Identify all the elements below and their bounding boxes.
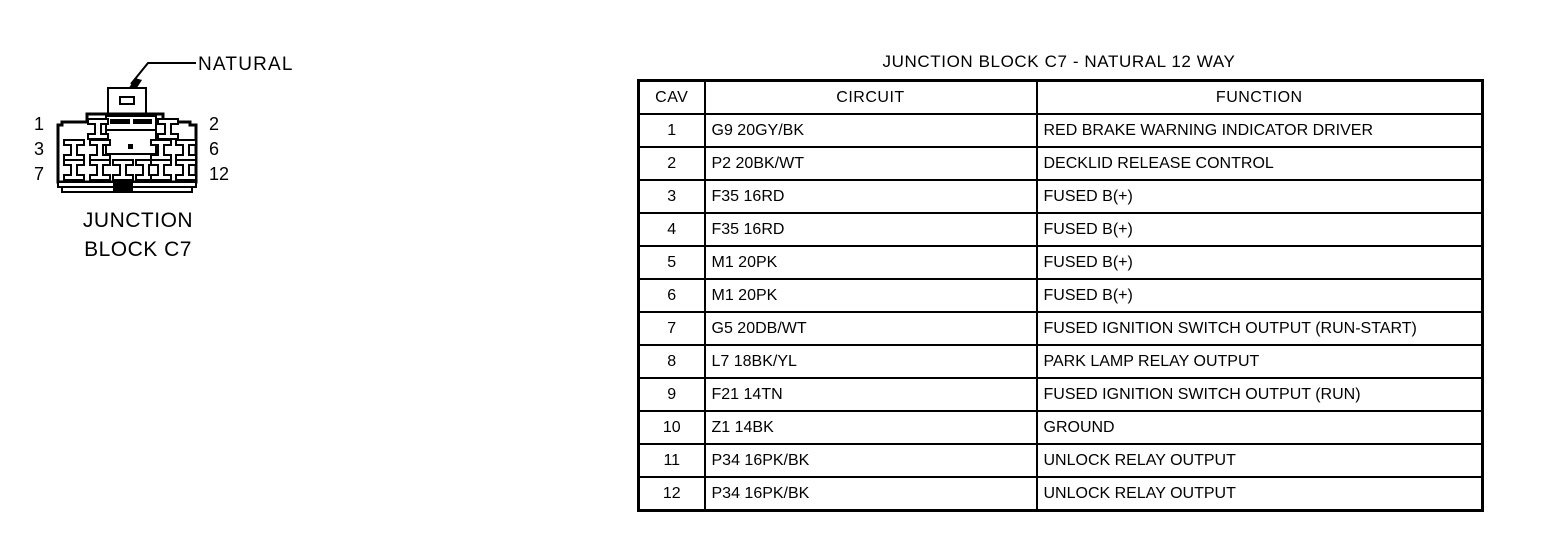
pin-label-6: 6 — [209, 139, 220, 159]
cell-cav: 9 — [637, 377, 706, 412]
cell-circuit: F21 14TN — [703, 377, 1038, 412]
cell-circuit: P34 16PK/BK — [703, 476, 1038, 512]
cell-function: PARK LAMP RELAY OUTPUT — [1035, 344, 1484, 379]
connector-base-flange — [57, 179, 197, 193]
pin-label-3: 3 — [34, 139, 45, 159]
connector-keyway — [107, 87, 147, 116]
connector-caption-line2: BLOCK C7 — [84, 238, 192, 261]
cell-function: RED BRAKE WARNING INDICATOR DRIVER — [1035, 113, 1484, 148]
cell-circuit: G9 20GY/BK — [703, 113, 1038, 148]
cell-cav: 6 — [637, 278, 706, 313]
connector-latch-module — [105, 115, 157, 155]
cell-function: FUSED B(+) — [1035, 278, 1484, 313]
column-header-circuit: CIRCUIT — [703, 79, 1038, 115]
pin-labels-right: 2 6 12 — [209, 112, 229, 187]
pin-label-12: 12 — [209, 164, 230, 184]
cell-function: DECKLID RELEASE CONTROL — [1035, 146, 1484, 181]
connector-diagram: NATURAL 1 3 7 2 6 12 JUNCTION BLOCK C7 — [0, 0, 320, 300]
cell-function: FUSED B(+) — [1035, 245, 1484, 280]
cell-circuit: M1 20PK — [703, 245, 1038, 280]
cell-cav: 12 — [637, 476, 706, 512]
cell-cav: 8 — [637, 344, 706, 379]
cell-function: UNLOCK RELAY OUTPUT — [1035, 443, 1484, 478]
cell-function: FUSED IGNITION SWITCH OUTPUT (RUN) — [1035, 377, 1484, 412]
pin-label-1: 1 — [34, 114, 45, 134]
cavity-table-block: JUNCTION BLOCK C7 - NATURAL 12 WAY CAV C… — [637, 52, 1484, 512]
connector-caption: JUNCTION BLOCK C7 — [58, 206, 218, 264]
column-header-cav: CAV — [637, 79, 706, 115]
cell-circuit: Z1 14BK — [703, 410, 1038, 445]
cell-function: FUSED B(+) — [1035, 212, 1484, 247]
cell-circuit: G5 20DB/WT — [703, 311, 1038, 346]
cell-circuit: P2 20BK/WT — [703, 146, 1038, 181]
cell-function: UNLOCK RELAY OUTPUT — [1035, 476, 1484, 512]
cell-cav: 4 — [637, 212, 706, 247]
cell-cav: 7 — [637, 311, 706, 346]
cell-cav: 11 — [637, 443, 706, 478]
connector-illustration — [56, 62, 198, 193]
pin-label-2: 2 — [209, 114, 220, 134]
cell-function: GROUND — [1035, 410, 1484, 445]
natural-callout-label: NATURAL — [198, 54, 294, 75]
table-header-row: CAV CIRCUIT FUNCTION — [637, 79, 1484, 115]
connector-cavities — [63, 118, 197, 181]
cell-circuit: L7 18BK/YL — [703, 344, 1038, 379]
pin-labels-left: 1 3 7 — [34, 112, 44, 187]
cell-function: FUSED IGNITION SWITCH OUTPUT (RUN-START) — [1035, 311, 1484, 346]
connector-caption-line1: JUNCTION — [82, 209, 194, 232]
cell-circuit: F35 16RD — [703, 179, 1038, 214]
cell-cav: 5 — [637, 245, 706, 280]
cell-circuit: P34 16PK/BK — [703, 443, 1038, 478]
cell-cav: 2 — [637, 146, 706, 181]
cell-cav: 1 — [637, 113, 706, 148]
table-title: JUNCTION BLOCK C7 - NATURAL 12 WAY — [882, 52, 1236, 71]
cell-function: FUSED B(+) — [1035, 179, 1484, 214]
cell-cav: 3 — [637, 179, 706, 214]
column-header-function: FUNCTION — [1035, 79, 1484, 115]
pin-label-7: 7 — [34, 164, 45, 184]
cell-cav: 10 — [637, 410, 706, 445]
cell-circuit: M1 20PK — [703, 278, 1038, 313]
cell-circuit: F35 16RD — [703, 212, 1038, 247]
